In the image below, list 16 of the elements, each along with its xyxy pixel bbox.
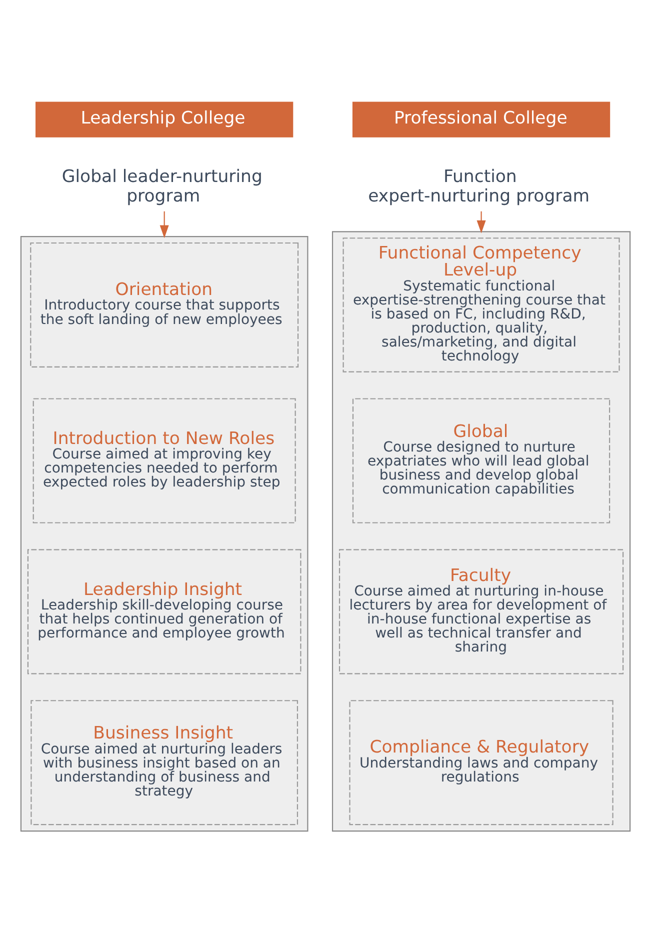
- node-box: Leadership College: [36, 102, 294, 138]
- node-box: Introduction to New Roles Course aimed at improving key competencies needed to perform expected roles by leadership step: [32, 398, 296, 524]
- arrow: [476, 211, 486, 234]
- node-box: Professional College: [352, 102, 610, 138]
- arrow: [160, 211, 169, 238]
- node-box: Orientation Introductory course that supports the soft landing of new employees: [30, 242, 299, 368]
- node-box: Compliance & Regulatory Understanding laws and company regulations: [349, 700, 614, 826]
- node-box: Global Course designed to nurture expatriates who will lead global business and develop global communication capabilities: [352, 398, 610, 524]
- cluster: [332, 231, 631, 832]
- node-box: Functional Competency Level-up Systematic functional expertise-strengthening course that is based on FC, including R&D, production, quality, sales/marketing, and digital technology: [342, 238, 620, 372]
- node-text: Function expert-nurturing program: [368, 166, 590, 206]
- node-box: Leadership Insight Leadership skill-developing course that helps continued generation of performance and employee growth: [27, 549, 302, 674]
- cluster: [20, 236, 308, 832]
- node-box: Business Insight Course aimed at nurturing leaders with business insight based on an understanding of business and strategy: [30, 700, 298, 826]
- node-text: Global leader-nurturing program: [62, 166, 262, 206]
- node-box: Faculty Course aimed at nurturing in-house lecturers by area for development of in-house functional expertise as well as technical transfer and sharing: [338, 549, 624, 674]
